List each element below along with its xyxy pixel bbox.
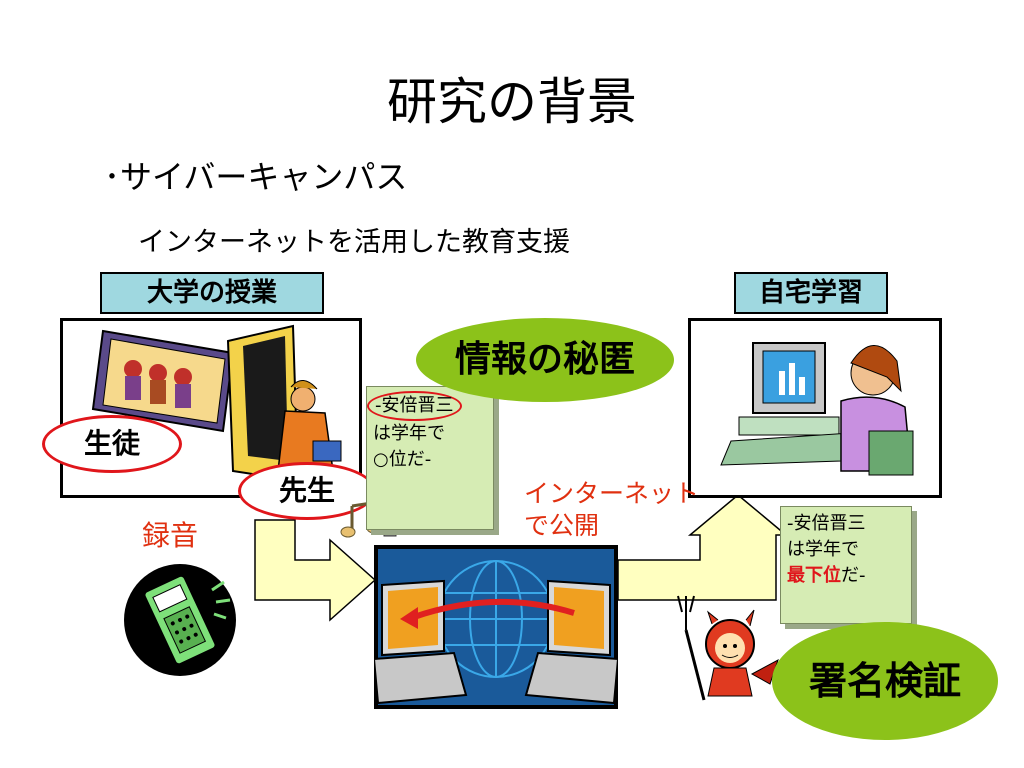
voice-recorder-icon xyxy=(124,564,236,676)
subtitle-education-support: インターネットを活用した教育支援 xyxy=(138,227,570,258)
student-label: 生徒 xyxy=(42,415,182,473)
lecture-clipart-icon xyxy=(91,324,342,483)
lecture-label: 大学の授業 xyxy=(100,272,324,314)
doc-original-line1: -安倍晋三 xyxy=(375,395,454,416)
home-label: 自宅学習 xyxy=(734,272,888,314)
doc-original-line2: は学年で xyxy=(373,423,445,444)
tampered-document: -安倍晋三 は学年で 最下位だ- xyxy=(780,506,912,624)
doc-tampered-line2: は学年で xyxy=(787,539,859,560)
recording-label: 録音 xyxy=(142,519,199,552)
internet-frame xyxy=(372,545,620,709)
devil-character-icon xyxy=(677,595,779,701)
document-name-highlight: -安倍晋三 xyxy=(367,391,462,421)
internet-globe-laptops-icon xyxy=(372,549,620,705)
arrow-internet-to-home xyxy=(617,494,789,601)
doc-tampered-rest: だ- xyxy=(841,565,866,586)
bullet-cyber-campus: ･サイバーキャンパス xyxy=(104,158,408,196)
signature-oval: 署名検証 xyxy=(772,622,998,740)
slide-title: 研究の背景 xyxy=(387,73,637,131)
secrecy-oval: 情報の秘匿 xyxy=(416,318,674,402)
publish-label-line2: で公開 xyxy=(524,511,600,540)
home-frame xyxy=(688,318,942,498)
publish-label-line1: インターネット xyxy=(524,479,700,508)
tampered-rank-highlight: 最下位 xyxy=(787,565,841,586)
original-document: -安倍晋三 は学年で ○位だ- xyxy=(366,386,494,530)
doc-original-line3: ○位だ- xyxy=(373,449,432,470)
doc-tampered-line3: 最下位だ- xyxy=(787,563,905,589)
arrow-lecture-to-internet xyxy=(254,519,377,622)
publish-label: インターネット で公開 xyxy=(524,478,699,542)
doc-tampered-line1: -安倍晋三 xyxy=(787,513,866,534)
student-computer-clipart-icon xyxy=(720,342,914,476)
